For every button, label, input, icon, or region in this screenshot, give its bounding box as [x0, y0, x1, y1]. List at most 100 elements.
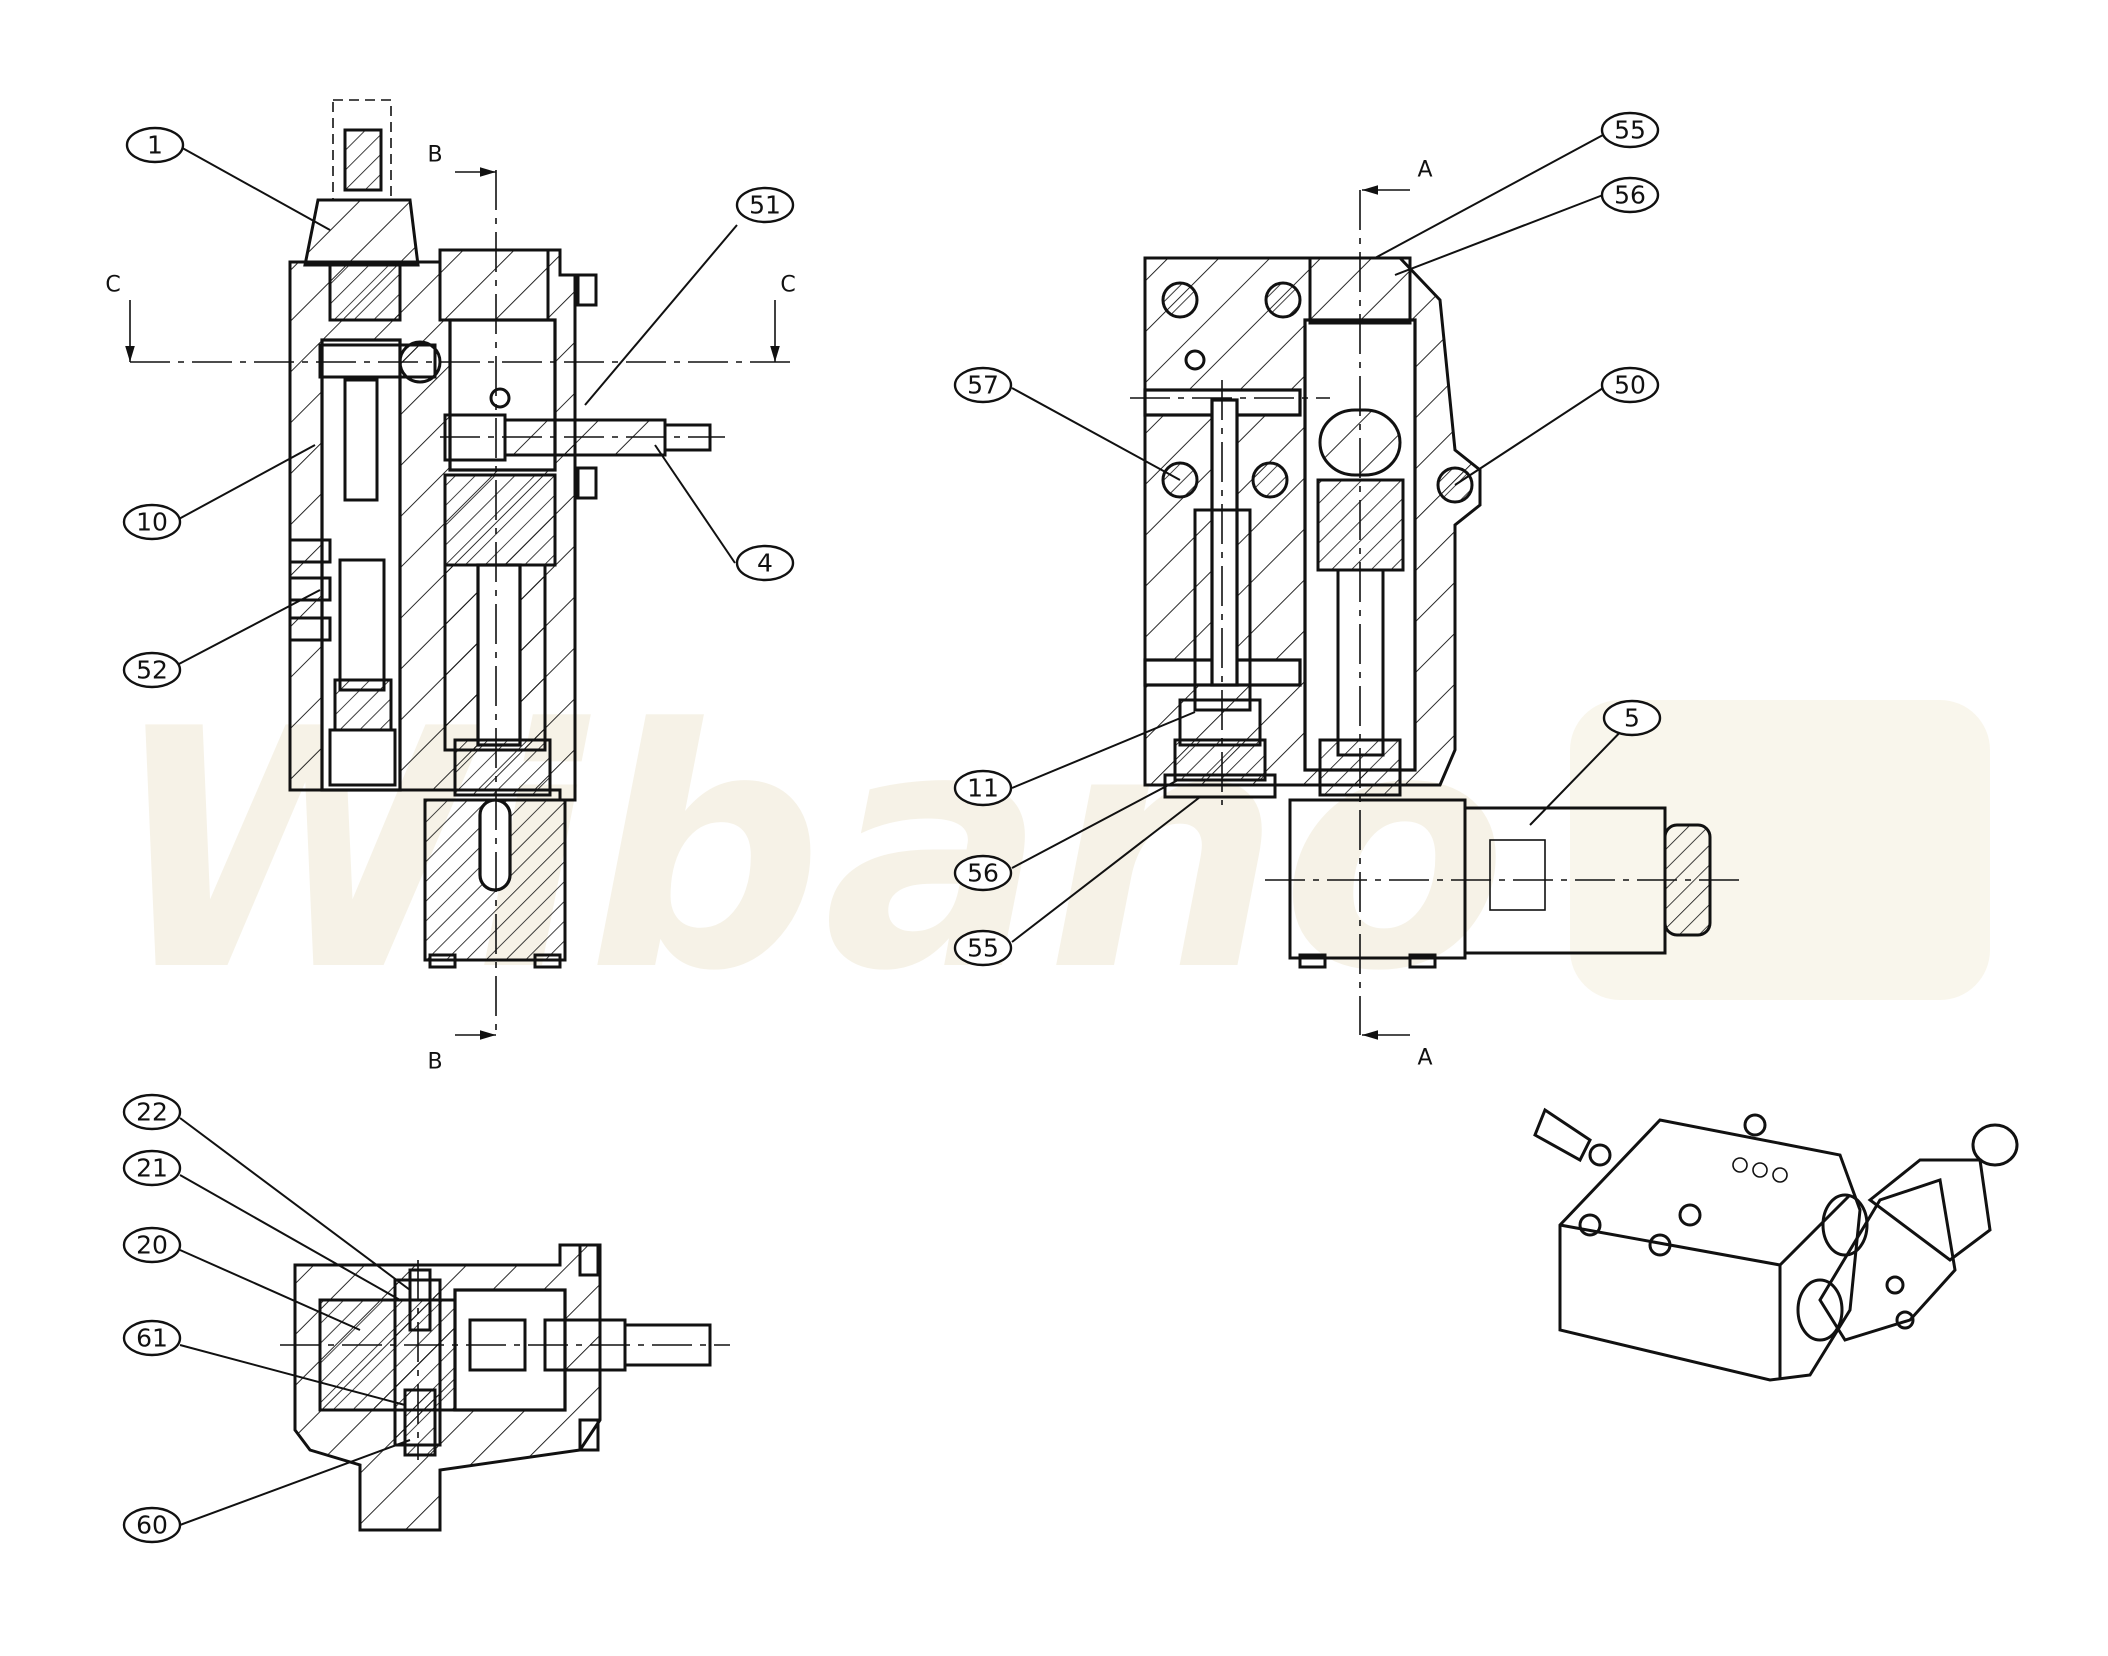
iso-fitting: [1533, 1107, 1592, 1163]
fitting-nut: [303, 198, 420, 267]
callout-1: 1: [125, 126, 185, 164]
iso-body-edge-1: [1559, 1193, 1852, 1267]
iso-port-right: [1821, 1193, 1869, 1257]
right-section-view: A A: [1130, 158, 1745, 1071]
callout-56a: 56: [1600, 176, 1660, 214]
detail-chamber: [453, 1288, 567, 1412]
leader-55a: [1374, 134, 1604, 259]
svg-text:20: 20: [136, 1231, 168, 1260]
svg-text:52: 52: [136, 656, 168, 685]
body-hole-small: [1184, 349, 1206, 371]
callout-50: 50: [1600, 366, 1660, 404]
port-52b: [288, 576, 332, 602]
left-plunger: [343, 378, 379, 502]
leader-61: [179, 1344, 406, 1406]
leader-50: [1454, 387, 1604, 486]
solenoid-foot-l: [1298, 953, 1327, 969]
svg-text:56: 56: [967, 859, 999, 888]
leader-20: [179, 1249, 361, 1331]
callout-21: 21: [122, 1149, 182, 1187]
section-label-c-left: C: [105, 273, 120, 298]
left-spring: [333, 678, 393, 732]
leader-55b: [1011, 796, 1201, 943]
iso-solenoid-bolt-1: [1885, 1275, 1905, 1295]
iso-body-outline: [1558, 1118, 1862, 1382]
callouts: 1 10 52 51 4 55 56 57 50 5 11 56 55 22 2…: [122, 111, 1662, 1544]
left-section-view: B B C C: [105, 99, 796, 1075]
isometric-view: [1533, 1107, 2019, 1382]
svg-text:22: 22: [136, 1098, 168, 1127]
detail-pin-22: [408, 1268, 432, 1332]
body-hole-4: [1251, 461, 1289, 499]
leader-4: [654, 444, 736, 564]
iso-bolt-1: [1743, 1113, 1767, 1137]
lower-spring: [453, 738, 552, 797]
iso-hole-2: [1752, 1162, 1768, 1178]
svg-text:55: 55: [1614, 116, 1646, 145]
section-label-a-bottom: A: [1417, 1046, 1432, 1071]
main-spring: [443, 473, 557, 567]
iso-solenoid-bolt-2: [1895, 1310, 1915, 1330]
callout-5: 5: [1602, 699, 1662, 737]
detail-port-lower: [578, 1418, 600, 1452]
iso-solenoid-coil: [1867, 1158, 1992, 1262]
top-plug: [438, 248, 550, 322]
iso-hole-1: [1732, 1157, 1748, 1173]
detail-seal-61: [403, 1388, 437, 1457]
callout-55b: 55: [953, 929, 1013, 967]
iso-solenoid-base: [1818, 1178, 1957, 1342]
plug-56: [1173, 738, 1267, 782]
leader-lines: [176, 134, 1633, 1526]
iso-hole-3: [1772, 1167, 1788, 1183]
callout-61: 61: [122, 1319, 182, 1357]
svg-text:55: 55: [967, 934, 999, 963]
section-label-a-top: A: [1417, 158, 1432, 183]
callout-51: 51: [735, 186, 795, 224]
svg-text:10: 10: [136, 508, 168, 537]
callout-60: 60: [122, 1506, 182, 1544]
leader-5: [1529, 719, 1633, 826]
iso-port-lower: [1796, 1278, 1844, 1342]
leader-52: [176, 589, 321, 666]
leader-22: [179, 1117, 411, 1291]
svg-text:61: 61: [136, 1324, 168, 1353]
callout-20: 20: [122, 1226, 182, 1264]
svg-text:5: 5: [1624, 704, 1640, 733]
left-plug: [328, 728, 397, 787]
callout-22: 22: [122, 1093, 182, 1131]
leader-11: [1011, 711, 1196, 789]
body-hole-1: [1161, 281, 1199, 319]
port-52c: [288, 616, 332, 642]
lower-foot-l: [428, 953, 457, 969]
leader-56b: [1011, 779, 1179, 869]
section-label-b-bottom: B: [427, 1050, 442, 1075]
iso-bolt-2: [1588, 1143, 1612, 1167]
svg-text:11: 11: [967, 774, 999, 803]
callout-55a: 55: [1600, 111, 1660, 149]
callout-57: 57: [953, 366, 1013, 404]
detail-view: [280, 1243, 730, 1532]
callout-10: 10: [122, 503, 182, 541]
side-port-upper: [576, 273, 598, 307]
section-label-b-top: B: [427, 143, 442, 168]
lower-block-bore: [478, 798, 512, 892]
iso-bolt-4: [1578, 1213, 1602, 1237]
svg-text:51: 51: [749, 191, 781, 220]
callout-11: 11: [953, 769, 1013, 807]
callout-52: 52: [122, 651, 182, 689]
leader-57: [1011, 387, 1181, 481]
svg-text:1: 1: [147, 131, 163, 160]
fitting-nipple: [343, 128, 383, 192]
solenoid-foot-r: [1408, 953, 1437, 969]
bore-hole: [489, 387, 511, 409]
svg-text:56: 56: [1614, 181, 1646, 210]
callout-56b: 56: [953, 854, 1013, 892]
iso-bolt-5: [1648, 1233, 1672, 1257]
port-52a: [288, 538, 332, 564]
detail-port-upper: [578, 1243, 600, 1277]
body-hole-2: [1264, 281, 1302, 319]
solenoid-connector: [1489, 839, 1546, 911]
svg-text:57: 57: [967, 371, 999, 400]
leader-21: [179, 1174, 401, 1301]
